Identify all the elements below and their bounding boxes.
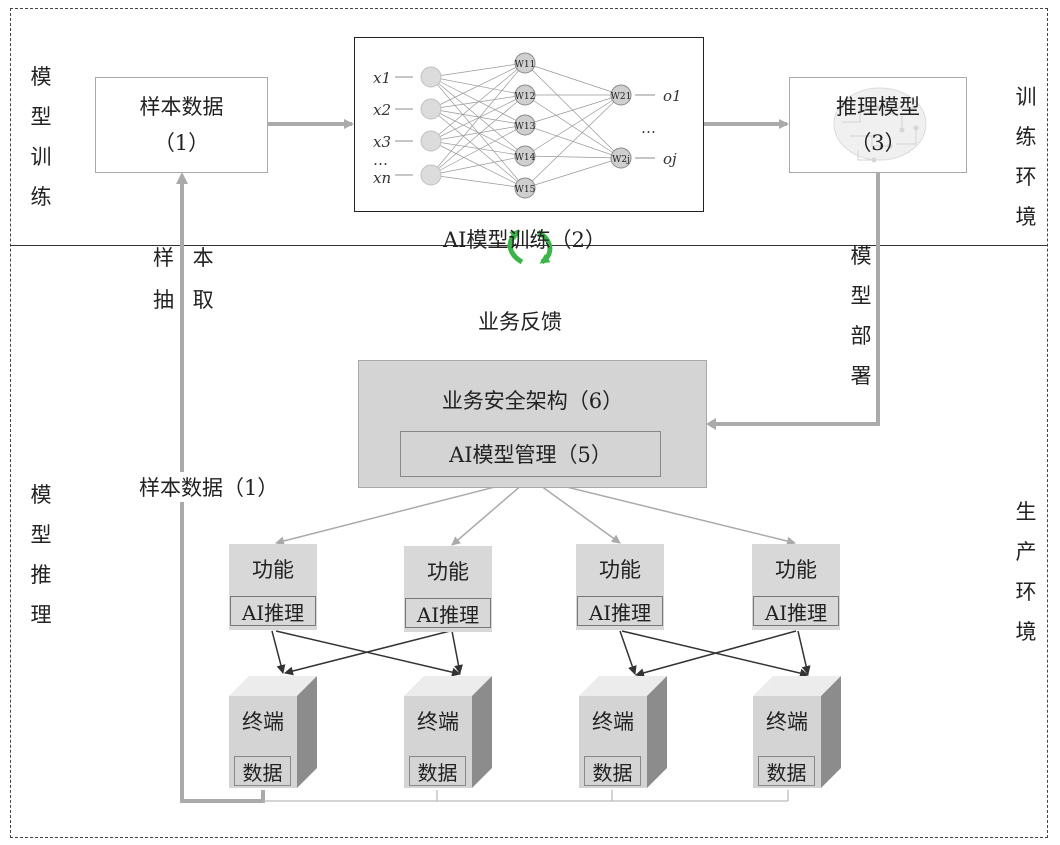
model-management-label: AI模型管理（5） [449,443,612,467]
model-deploy-label: 模型部署 [850,244,872,388]
nn-hidden-node [514,114,536,136]
nn-hidden2-label: W21 [611,92,632,102]
feedback-icon [507,229,553,265]
inference-model-index: （3） [850,131,906,155]
terminal-data-label: 数据 [584,756,641,786]
arch-to-function-arrows [275,477,796,546]
function-to-terminal-arrows [271,630,811,678]
terminal-block-2: 终端 数据 [404,676,494,791]
environment-divider [10,245,1048,246]
ai-inference-label: AI推理 [405,598,491,628]
inference-model-title: 推理模型 [836,95,920,119]
nn-connections [430,62,622,189]
model-management-box: AI模型管理（5） [400,431,661,477]
sample-data-box: 样本数据 （1） [95,77,268,173]
nn-hidden-label: W15 [515,185,536,195]
nn-hidden2-label: W2j [612,155,630,165]
inference-model-box: 推理模型 （3） [789,77,967,173]
function-box-2: 功能 AI推理 [404,546,492,632]
nn-input-node [420,98,442,120]
region-label-model-inference: 模型推理 [30,483,52,627]
function-box-4: 功能 AI推理 [752,544,840,630]
sample-data-label: 样本数据（1） [139,472,279,502]
arrow-model-deploy [714,173,880,426]
nn-input-label: x2 [373,101,391,119]
nn-hidden-label: W11 [515,60,536,70]
brain-icon [833,87,927,163]
sample-extract-label-row2: 抽 取 [153,288,220,312]
terminal-block-3: 终端 数据 [579,676,669,791]
nn-input-label: x1 [373,69,391,87]
nn-input-node [420,130,442,152]
nn-output-label: oj [663,150,677,168]
security-architecture-box: 业务安全架构（6） AI模型管理（5） [358,360,707,488]
terminal-title: 终端 [592,710,634,734]
nn-input-node [420,66,442,88]
function-box-1: 功能 AI推理 [229,544,317,630]
terminal-data-label: 数据 [234,756,291,786]
feedback-label: 业务反馈 [478,310,562,334]
diagram-frame [10,8,1048,838]
region-label-training-env: 训练环境 [1015,85,1037,229]
nn-input-label: xn [373,169,391,187]
nn-input-node [420,164,442,186]
terminal-bus [263,790,789,802]
ai-inference-label: AI推理 [577,596,663,626]
nn-output-label: o1 [663,87,682,105]
terminal-title: 终端 [242,710,284,734]
nn-input-label: x3 [373,133,391,151]
nn-input-label: … [373,151,388,169]
ai-inference-label: AI推理 [753,596,839,626]
function-title: 功能 [252,558,294,582]
nn-hidden-node [514,84,536,106]
sample-extract-label-row1: 样 本 [153,246,220,270]
terminal-block-1: 终端 数据 [229,676,319,791]
sample-data-index: （1） [153,131,210,155]
security-architecture-title: 业务安全架构（6） [441,389,624,413]
nn-hidden-node [514,177,536,199]
region-label-production-env: 生产环境 [1015,500,1037,644]
nn-hidden-label: W14 [515,153,536,163]
terminal-data-label: 数据 [758,756,815,786]
nn-hidden-node [514,52,536,74]
nn-hidden-label: W13 [515,122,536,132]
nn-hidden-node [514,145,536,167]
terminal-data-label: 数据 [409,756,466,786]
training-caption: AI模型训练（2） [443,228,606,252]
nn-hidden2-node [610,84,632,106]
function-title: 功能 [599,558,641,582]
function-title: 功能 [427,560,469,584]
nn-hidden2-node [610,147,632,169]
ai-inference-label: AI推理 [230,596,316,626]
region-label-model-training: 模型训练 [30,65,52,209]
terminal-block-4: 终端 数据 [753,676,843,791]
nn-hidden-label: W12 [515,92,536,102]
function-title: 功能 [775,558,817,582]
terminal-title: 终端 [417,710,459,734]
nn-output-label: … [641,119,656,137]
terminal-title: 终端 [766,710,808,734]
function-box-3: 功能 AI推理 [576,544,664,630]
sample-data-title: 样本数据 [139,95,224,119]
